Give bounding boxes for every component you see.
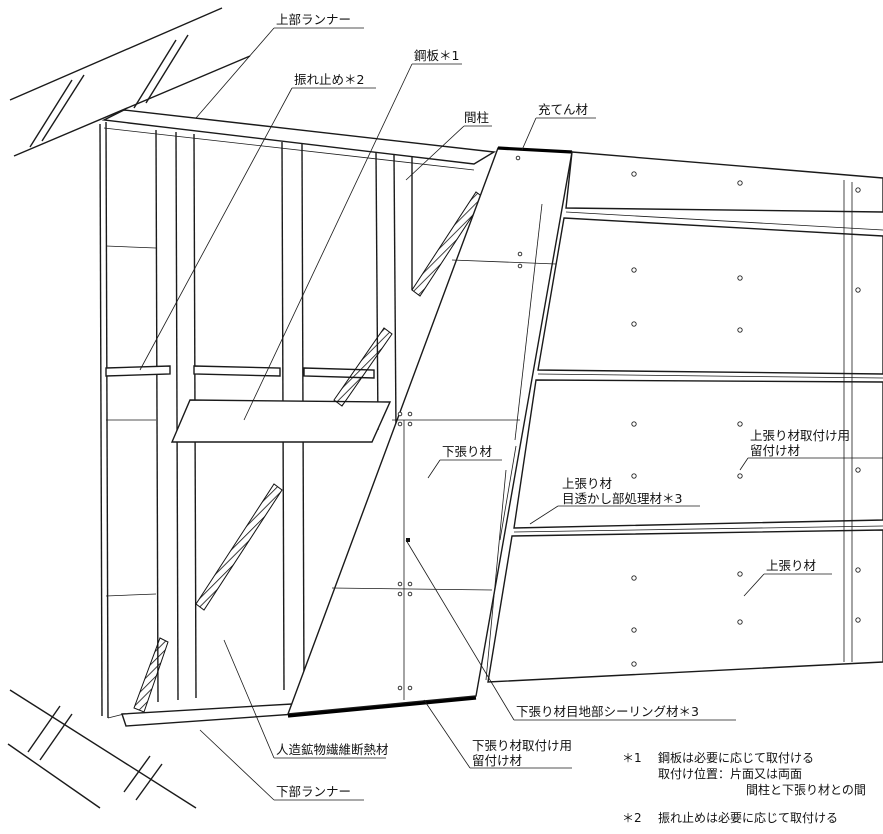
label-finish-joint-2: 目透かし部処理材＊3 [562,491,682,506]
back-grid [105,245,157,597]
label-stud: 間柱 [464,110,489,125]
label-finish-fastener-2: 留付け材 [750,443,800,458]
lower-slab [7,689,197,809]
label-finish-fastener-1: 上張り材取付け用 [750,428,850,443]
label-under-board: 下張り材 [442,444,492,459]
label-lower-runner: 下部ランナー [276,784,351,799]
finish-boards [485,151,883,683]
note-2-mark: ＊2 [622,811,642,825]
label-insulation: 人造鉱物繊維断熱材 [276,742,389,757]
label-finish-board: 上張り材 [766,558,816,573]
note-2-text: 振れ止めは必要に応じて取付ける [658,811,838,825]
label-steel-plate: 鋼板＊1 [414,48,459,63]
note-1-position-2: 間柱と下張り材との間 [746,782,866,797]
label-upper-runner: 上部ランナー [276,12,351,27]
note-1-mark: ＊1 [622,751,642,765]
upper-runner [101,109,497,171]
note-1-position: 取付け位置：片面又は両面 [658,766,802,781]
label-under-board-sealing: 下張り材目地部シーリング材＊3 [516,704,699,719]
upper-slab [9,7,251,157]
label-under-fastener-1: 下張り材取付け用 [472,738,572,753]
label-under-fastener-2: 留付け材 [472,753,522,768]
filler-bottom [287,696,477,718]
label-sway-brace: 振れ止め＊2 [294,72,364,87]
label-finish-joint-1: 上張り材 [562,476,612,491]
sway-brace [105,365,375,379]
note-1-text: 鋼板は必要に応じて取付ける [658,751,814,765]
leader-lines [139,27,883,801]
label-filler: 充てん材 [538,102,588,117]
notes: ＊1 鋼板は必要に応じて取付ける 取付け位置：片面又は両面 間柱と下張り材との間… [622,751,866,825]
insulation-hatch [133,191,485,713]
filler-top [497,146,573,154]
steel-plate [170,399,392,443]
